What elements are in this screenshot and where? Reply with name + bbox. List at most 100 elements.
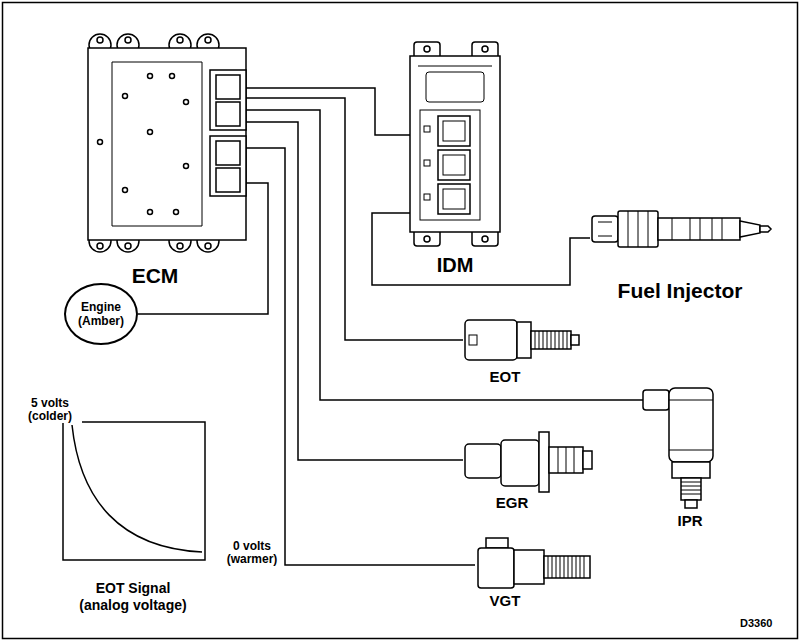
hole [174,210,179,215]
connector-slot [438,184,470,214]
part-name: VGT [490,592,521,610]
hole [123,94,128,99]
bolt-hole [205,243,211,249]
injector-connector [592,216,618,242]
axis-label: 5 volts (colder) [18,397,82,423]
signal-curve [72,425,202,552]
sensor-connector [465,320,517,360]
barrel-rings [672,218,722,240]
bolt-hole [205,37,211,43]
bolt-hole [125,37,131,43]
threaded-stem [531,331,571,349]
part-name: ECM [132,263,179,288]
injector-body [618,211,658,247]
idm-module: IDM [410,40,500,280]
latch-tab [469,335,477,345]
connector-pins [598,222,612,236]
panel-line [418,66,492,67]
flange [539,432,549,492]
bolt-hole [177,37,183,43]
frame [3,3,798,639]
hole [98,140,103,145]
actuator-connector [478,548,514,588]
egr-drawing [465,432,592,492]
idm-drawing [410,42,500,246]
ipr-drawing [643,388,713,508]
threaded-stem [681,478,701,500]
bolt-hole [424,46,430,52]
hole [424,126,430,132]
connector [210,136,246,196]
ecm-drawing [88,34,246,252]
hole [123,188,128,193]
threads [681,482,701,494]
eot-sensor: EOT [463,318,580,388]
valve-nose [583,451,592,469]
bolt-hole [97,243,103,249]
ecm-module: ECM [85,35,246,295]
engine-lamp: Engine (Amber) [64,283,138,345]
valve-body [501,440,539,486]
label-group: Engine (Amber) [71,300,131,328]
panel-cover [426,72,484,102]
bolt-hole [177,243,183,249]
hole [184,100,189,105]
connector [210,70,246,130]
injector-drawing [592,211,771,247]
connector-slot [216,141,240,165]
connector-panel [420,110,480,220]
ecm-body [88,48,246,240]
axis-label: 0 volts (warmer) [222,540,282,566]
inner-panel [112,62,202,226]
nozzle [740,221,760,237]
vgt-actuator: VGT [475,536,592,616]
hole [424,194,430,200]
wire [246,122,463,460]
sensor-tip [571,335,579,345]
slot-inner [443,121,465,141]
hole [148,74,153,79]
hex-nut [517,322,531,358]
wire [246,98,463,340]
boss-mark [100,41,128,43]
bolt-hole [125,243,131,249]
slot-inner [443,155,465,175]
connector-slot [216,168,240,192]
injector-barrel [658,218,740,240]
label-group: EGR [496,494,529,512]
wire [246,148,475,565]
fuel-injector: Fuel Injector [590,205,770,305]
part-name: Fuel Injector [618,278,743,303]
label-group: ECM [132,263,179,288]
part-name: IDM [437,253,474,277]
connector-slot [216,75,240,99]
label-group: EOT [490,368,521,386]
label-group: VGT [490,592,521,610]
nozzle-tip [760,226,771,232]
idm-body [410,56,500,232]
hole [148,130,153,135]
bolt-hole [482,46,488,52]
wire [138,183,268,314]
figure-number: D3360 [740,617,772,630]
hole [424,160,430,166]
label-group: IPR [677,512,702,530]
bolt-hole [424,236,430,242]
wire [246,110,643,400]
body-bands [669,400,713,450]
actuator-body [514,550,544,584]
connector-slot [216,102,240,126]
hole [148,210,153,215]
graph-frame [63,422,205,560]
eot-signal-graph [63,422,205,560]
solenoid-body [669,388,713,462]
connector-slot [438,150,470,180]
threads [535,331,567,349]
label-group: IDM [437,253,474,277]
valve-connector [643,390,669,410]
bolt-hole [97,37,103,43]
eot-drawing [465,320,579,360]
wire [246,88,410,135]
stem-rings [558,447,574,473]
